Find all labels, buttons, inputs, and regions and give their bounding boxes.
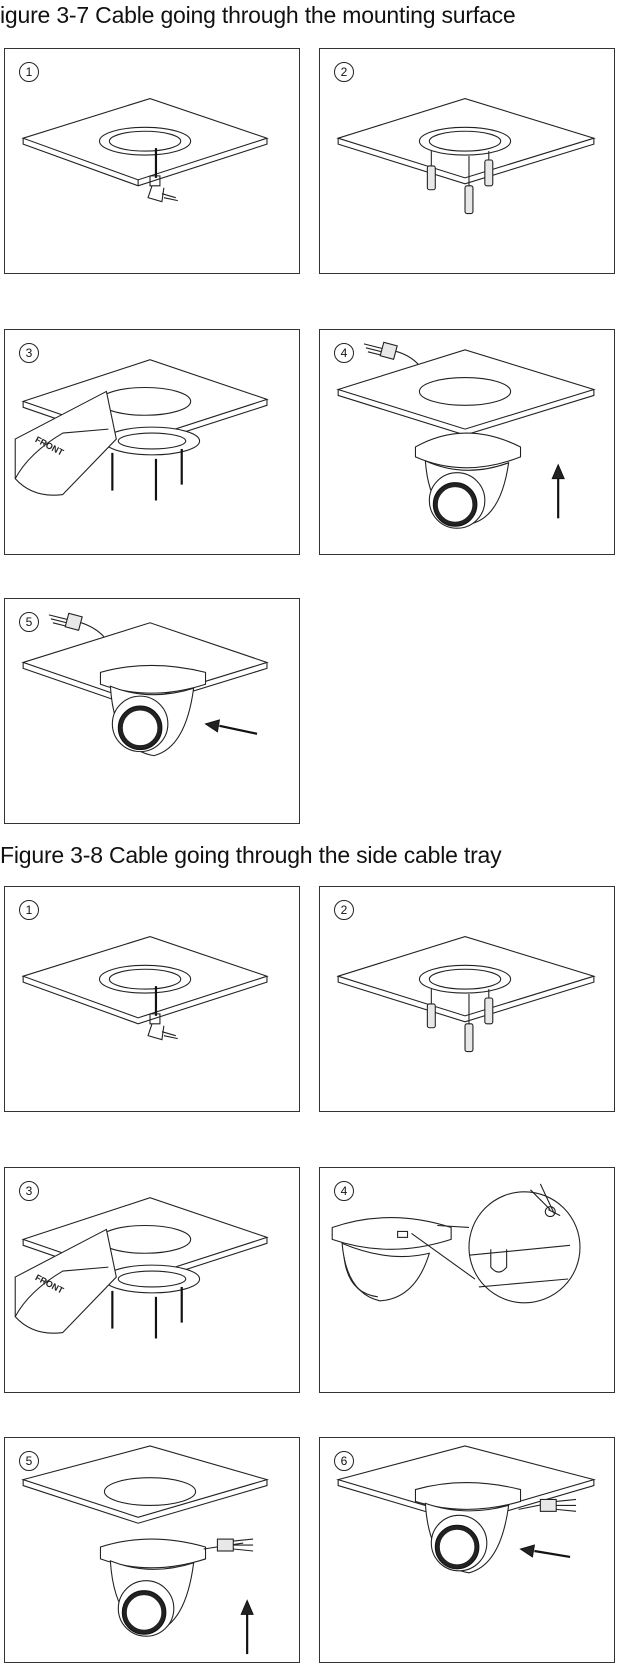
ceiling-anchors-illustration — [336, 97, 596, 215]
step-number: 5 — [19, 1451, 39, 1471]
figure-caption-3-8: Figure 3-8 Cable going through the side … — [0, 842, 502, 868]
step-number: 5 — [19, 612, 39, 632]
camera-install-illustration — [336, 341, 596, 529]
step-panel-1: 1 — [4, 48, 300, 274]
step-panel-5: 5 — [4, 598, 300, 824]
ceiling-anchors-illustration — [336, 935, 596, 1053]
step-panel-4: 4 — [319, 329, 615, 555]
camera-mounted-side-illustration — [336, 1445, 596, 1574]
ceiling-cable-illustration — [21, 935, 269, 1041]
step-panel-5: 5 — [4, 1437, 300, 1663]
step-number: 6 — [334, 1451, 354, 1471]
step-number: 1 — [19, 900, 39, 920]
step-number: 3 — [19, 1181, 39, 1201]
mount-plate-front-illustration: FRONT — [14, 359, 269, 501]
step-panel-3: 3 FRONT — [4, 1167, 300, 1393]
step-number: 2 — [334, 900, 354, 920]
step-panel-2: 2 — [319, 886, 615, 1112]
step-number: 4 — [334, 343, 354, 363]
step-panel-3: 3 FRONT — [4, 329, 300, 555]
step-number: 1 — [19, 62, 39, 82]
step-number: 3 — [19, 343, 39, 363]
figure-caption-3-7: igure 3-7 Cable going through the mounti… — [0, 2, 516, 28]
ceiling-cable-illustration — [21, 97, 269, 203]
cable-tray-cut-illustration — [331, 1183, 581, 1304]
step-panel-2: 2 — [319, 48, 615, 274]
step-panel-1: 1 — [4, 886, 300, 1112]
step-number: 2 — [334, 62, 354, 82]
camera-rotate-illustration — [21, 612, 269, 757]
step-number: 4 — [334, 1181, 354, 1201]
camera-install-side-illustration — [21, 1445, 269, 1655]
step-panel-4: 4 — [319, 1167, 615, 1393]
mount-plate-front-illustration: FRONT — [14, 1197, 269, 1339]
step-panel-6: 6 — [319, 1437, 615, 1663]
